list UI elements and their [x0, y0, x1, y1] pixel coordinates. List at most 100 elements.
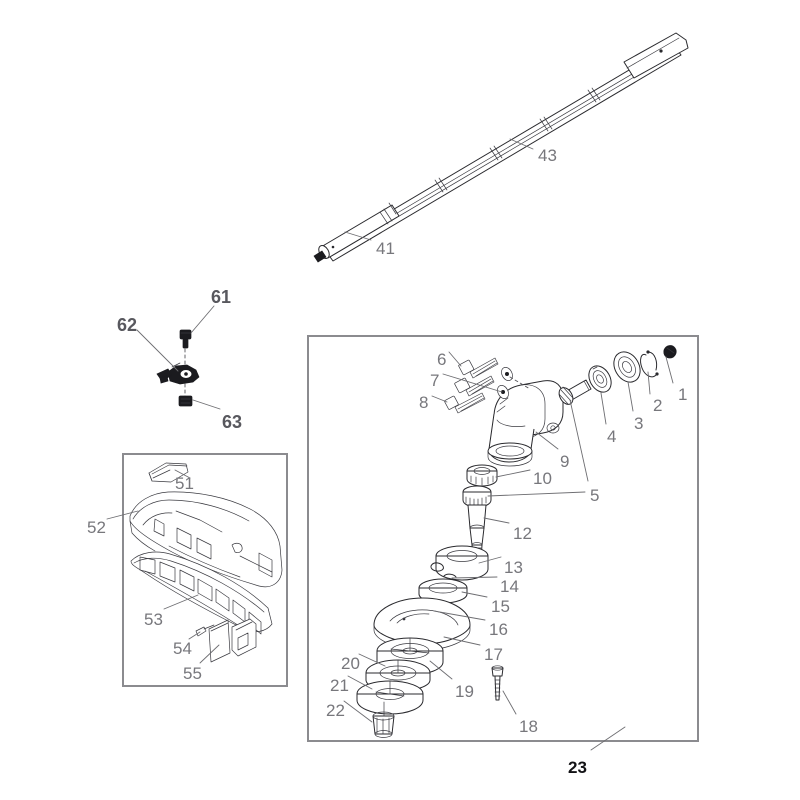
- part-14-spring-clip: [430, 562, 457, 578]
- part-54-screw: [195, 624, 215, 637]
- bolt-axis-guide: [509, 376, 531, 390]
- part-51-cap: [148, 462, 189, 483]
- callout-7: 7: [430, 371, 440, 390]
- callout-23: 23: [568, 758, 587, 777]
- part-11-knurled-nut: [462, 485, 492, 508]
- leader-7: [442, 373, 503, 393]
- leader-63: [192, 399, 221, 410]
- part-7-bolt: [454, 375, 495, 397]
- leader-4: [600, 392, 607, 425]
- shaft-joint-collars: [379, 87, 601, 225]
- callout-22: 22: [326, 701, 345, 720]
- part-55-plate: [208, 619, 231, 663]
- part-18-screw: [491, 665, 504, 701]
- callout-54: 54: [173, 639, 192, 658]
- callout-1: 1: [678, 385, 688, 404]
- callout-2: 2: [653, 396, 663, 415]
- leader-62: [136, 329, 179, 372]
- gearhead-panel-border: [307, 335, 699, 742]
- callout-20: 20: [341, 654, 360, 673]
- part-62-bracket: [156, 362, 200, 385]
- leader-17: [443, 636, 481, 646]
- leader-43: [509, 138, 534, 150]
- drive-shaft-assembly: [313, 32, 689, 263]
- leader-21: [347, 675, 373, 690]
- shaft-end-stub: [313, 250, 327, 263]
- handle-assembly: [106, 462, 283, 664]
- part-6-bolt: [458, 357, 499, 379]
- callout-9: 9: [560, 452, 570, 471]
- part-63-nut: [178, 395, 193, 407]
- leader-54: [188, 631, 201, 640]
- callout-5: 5: [590, 486, 600, 505]
- callout-3: 3: [634, 414, 644, 433]
- part-10-collar: [466, 464, 498, 487]
- leader-52: [106, 510, 139, 520]
- callout-41: 41: [376, 239, 395, 258]
- part-22-nut: [372, 711, 395, 738]
- callout-16: 16: [489, 620, 508, 639]
- leader-53: [163, 594, 199, 610]
- leader-2: [647, 371, 651, 395]
- leader-10: [495, 469, 531, 478]
- part-53-lower-grip: [130, 551, 273, 635]
- leader-18: [502, 690, 517, 715]
- leader-22: [343, 700, 373, 723]
- callout-18: 18: [519, 717, 538, 736]
- leader-5b: [487, 491, 586, 497]
- callout-63: 63: [222, 412, 243, 432]
- leader-20: [358, 653, 386, 667]
- part-1-clip: [663, 345, 677, 359]
- leader-23: [590, 726, 626, 751]
- callout-55: 55: [183, 664, 202, 683]
- leader-3: [627, 381, 634, 412]
- part-6-washer: [501, 367, 513, 381]
- callout-21: 21: [330, 676, 349, 695]
- leader-61: [190, 305, 215, 334]
- leader-15: [461, 591, 488, 598]
- callout-19: 19: [455, 682, 474, 701]
- callout-61: 61: [211, 287, 232, 307]
- leader-9: [535, 431, 559, 450]
- leader-8: [431, 395, 448, 403]
- callout-8: 8: [419, 393, 429, 412]
- leader-41: [344, 231, 372, 241]
- part-53-end-bracket: [231, 618, 257, 657]
- gearhead-assembly: [343, 345, 677, 751]
- shaft-lower-ferrule: [318, 202, 400, 259]
- leader-12: [483, 517, 510, 524]
- leader-55: [199, 644, 220, 664]
- leader-6: [448, 351, 462, 367]
- callout-13: 13: [504, 558, 523, 577]
- part-7-washer: [497, 385, 509, 399]
- callout-51: 51: [175, 474, 194, 493]
- callout-43: 43: [538, 146, 557, 165]
- callout-52: 52: [87, 518, 106, 537]
- callout-62: 62: [117, 315, 138, 335]
- leader-5a: [569, 399, 589, 482]
- part-3-bearing: [613, 351, 641, 383]
- part-61-screw: [179, 329, 192, 349]
- callout-17: 17: [484, 645, 503, 664]
- part-4-bearing: [588, 365, 612, 393]
- leader-13: [478, 556, 502, 564]
- leader-19: [429, 660, 453, 680]
- callout-4: 4: [607, 427, 617, 446]
- callout-6: 6: [437, 350, 447, 369]
- leader-16: [433, 610, 486, 621]
- part-8-bolt: [444, 392, 486, 414]
- part-52-upper-housing: [129, 491, 283, 588]
- callout-10: 10: [533, 469, 552, 488]
- throttle-assembly: [136, 305, 221, 410]
- leader-14: [451, 576, 498, 579]
- part-2-snap-ring: [640, 350, 659, 378]
- leader-1: [665, 356, 674, 384]
- callout-15: 15: [491, 597, 510, 616]
- shaft-upper-end: [623, 32, 689, 79]
- callout-12: 12: [513, 524, 532, 543]
- part-9-gear-case: [487, 380, 564, 467]
- leader-51: [174, 469, 191, 479]
- callout-14: 14: [500, 577, 519, 596]
